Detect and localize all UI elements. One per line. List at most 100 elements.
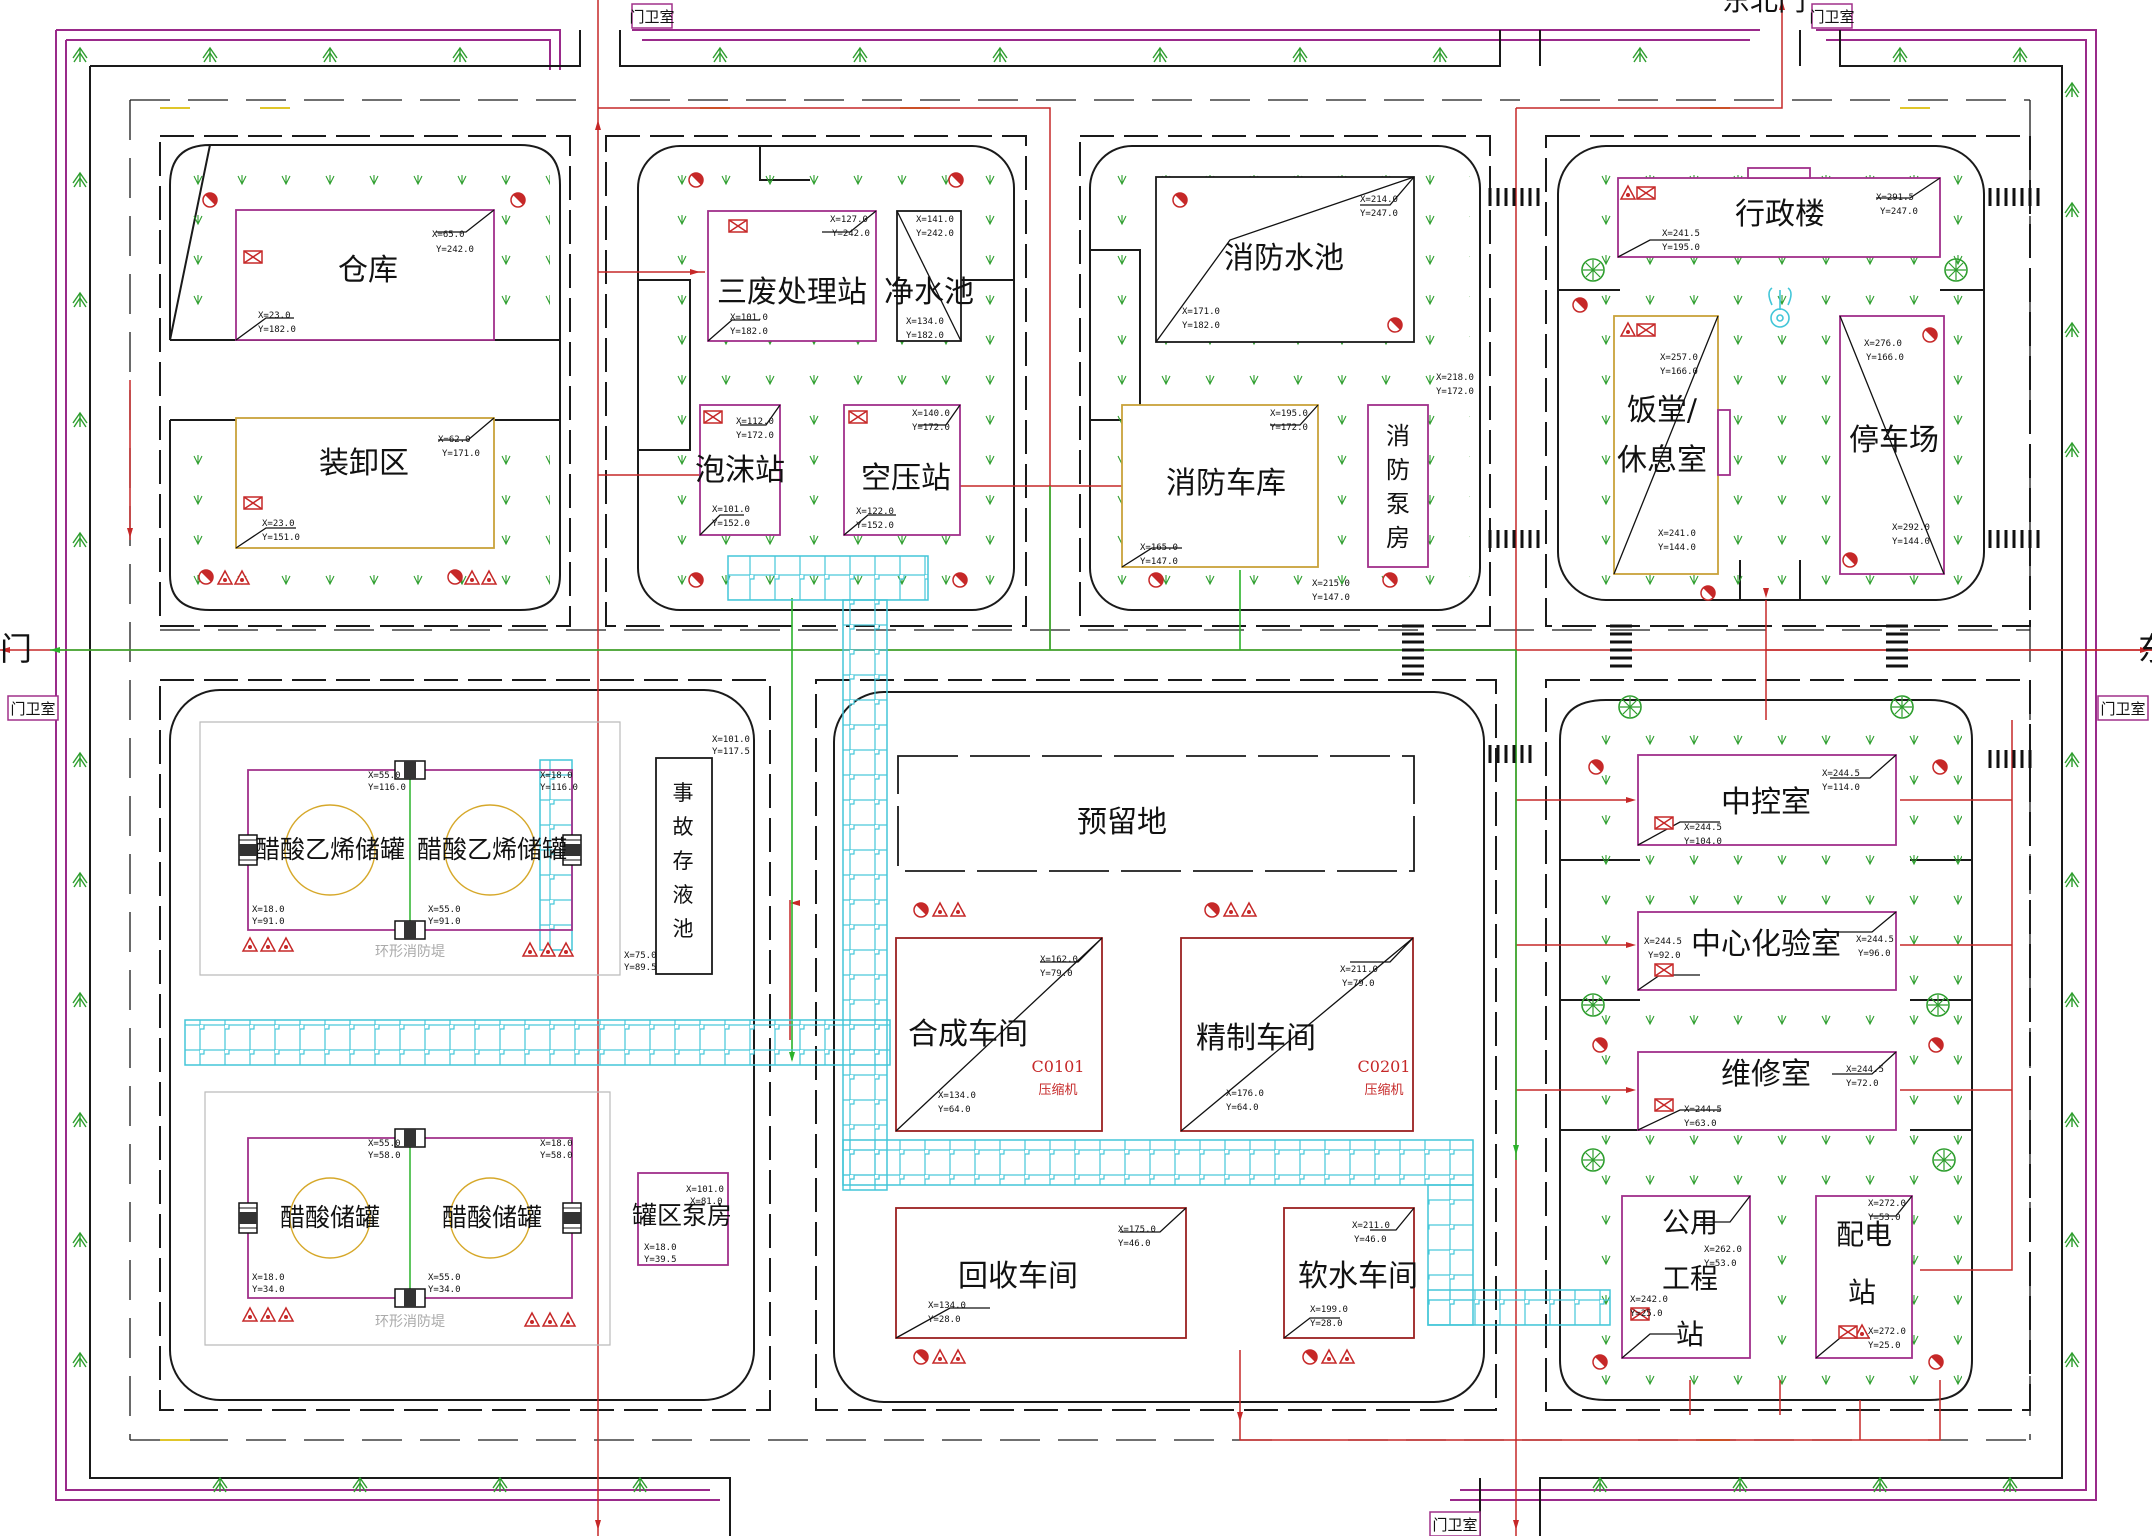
label-waste: 三废处理站 (717, 275, 867, 310)
label-tank-va-1: 醋酸乙烯储罐 (255, 835, 405, 864)
coordinate-label: Y=58.0 (368, 1151, 401, 1161)
foam-station-building (699, 404, 781, 536)
coordinate-label: Y=166.0 (1866, 353, 1904, 363)
gate-label-w: 门卫室 (10, 700, 55, 718)
coordinate-label: X=101.0 (712, 735, 750, 745)
edge-mark-north: 东北门 (1722, 0, 1806, 17)
label-refining: 精制车间 (1196, 1021, 1316, 1056)
label-compressor-1: C0101 (1032, 1057, 1085, 1076)
coordinate-label: X=127.0 (830, 215, 868, 225)
accident-pool-building (655, 757, 713, 975)
coordinate-label: X=141.0 (916, 215, 954, 225)
label-air: 空压站 (861, 461, 951, 496)
label-accident-3: 存 (673, 849, 694, 873)
fountain-icon (1768, 287, 1792, 328)
coordinate-label: X=199.0 (1310, 1305, 1348, 1315)
coordinate-label: X=62.0 (438, 435, 471, 445)
coordinate-label: Y=172.0 (1270, 423, 1308, 433)
label-loading: 装卸区 (319, 446, 409, 481)
coordinate-label: Y=242.0 (436, 245, 474, 255)
buildings (235, 167, 1945, 1359)
green-pipelines (50, 486, 1517, 1160)
label-pump-4: 房 (1386, 524, 1410, 552)
coordinate-label: Y=79.0 (1342, 979, 1375, 989)
coordinate-label: Y=117.5 (712, 747, 750, 757)
utility-station-building (1621, 1195, 1751, 1359)
reserved-building (897, 755, 1415, 872)
coordinate-label: X=244.5 (1846, 1065, 1884, 1075)
coordinate-label: Y=116.0 (540, 783, 578, 793)
coordinate-label: X=276.0 (1864, 339, 1902, 349)
label-compressor-2: C0201 (1358, 1057, 1411, 1076)
coordinate-label: X=162.0 (1040, 955, 1078, 965)
coordinate-label: Y=28.0 (928, 1315, 961, 1325)
coordinate-label: X=195.0 (1270, 409, 1308, 419)
coordinate-label: X=134.0 (928, 1301, 966, 1311)
coordinate-label: X=214.0 (1360, 195, 1398, 205)
label-power-1: 配电 (1836, 1218, 1892, 1251)
coordinate-label: Y=166.0 (1660, 367, 1698, 377)
coordinate-label: Y=195.0 (1662, 243, 1700, 253)
label-fire-pool: 消防水池 (1224, 241, 1344, 276)
crosswalks (1402, 188, 2040, 768)
coordinate-label: X=81.0 (690, 1197, 723, 1207)
label-lab: 中心化验室 (1691, 927, 1841, 962)
label-pump-2: 防 (1386, 456, 1410, 484)
label-tank-pump: 罐区泵房 (632, 1201, 732, 1230)
label-accident-4: 液 (673, 883, 694, 907)
coordinate-label: Y=89.5 (624, 963, 657, 973)
coordinate-label: Y=53.0 (1868, 1213, 1901, 1223)
coordinate-label: Y=104.0 (1684, 837, 1722, 847)
coordinate-label: X=211.0 (1352, 1221, 1390, 1231)
tank-farm-va (199, 721, 621, 976)
coordinate-label: X=23.0 (262, 519, 295, 529)
coordinate-label: X=112.0 (736, 417, 774, 427)
coordinate-label: X=23.0 (258, 311, 291, 321)
label-soft-water: 软水车间 (1298, 1259, 1418, 1294)
coordinate-label: Y=28.0 (1310, 1319, 1343, 1329)
coordinate-label: Y=152.0 (856, 521, 894, 531)
label-warehouse: 仓库 (338, 253, 398, 288)
label-water: 净水池 (884, 275, 974, 310)
coordinate-label: X=176.0 (1226, 1089, 1264, 1099)
label-canteen-1: 饭堂/ (1627, 393, 1698, 428)
coordinate-label: Y=247.0 (1360, 209, 1398, 219)
recovery-building (895, 1207, 1187, 1339)
coordinate-label: Y=34.0 (428, 1285, 461, 1295)
coordinate-label: Y=79.0 (1040, 969, 1073, 979)
coordinate-label: X=244.5 (1822, 769, 1860, 779)
coordinate-label: Y=147.0 (1140, 557, 1178, 567)
label-pump-3: 泵 (1386, 490, 1410, 518)
coordinate-label: Y=91.0 (428, 917, 461, 927)
coordinate-label: Y=91.0 (252, 917, 285, 927)
coordinate-label: X=215.0 (1312, 579, 1350, 589)
label-synthesis: 合成车间 (908, 1017, 1028, 1052)
lab-building (1637, 911, 1897, 991)
label-tank-va-2: 醋酸乙烯储罐 (417, 835, 567, 864)
coordinate-label: X=18.0 (252, 1273, 285, 1283)
coordinate-label: X=257.0 (1660, 353, 1698, 363)
coordinate-label: X=55.0 (368, 771, 401, 781)
label-parking: 停车场 (1849, 423, 1939, 458)
control-room-building (1637, 754, 1897, 846)
coordinate-label: X=18.0 (540, 771, 573, 781)
coordinate-label: X=244.5 (1856, 935, 1894, 945)
gate-label-n1: 门卫室 (629, 8, 674, 26)
gate-label-e: 门卫室 (2100, 700, 2145, 718)
coordinate-label: Y=172.0 (912, 423, 950, 433)
coordinate-label: Y=171.0 (442, 449, 480, 459)
coordinate-label: X=244.5 (1684, 823, 1722, 833)
coordinate-label: X=134.0 (906, 317, 944, 327)
edge-mark-west: 门 (0, 630, 32, 668)
coordinate-labels: X=65.0Y=242.0 X=23.0Y=182.0 X=62.0Y=171.… (252, 193, 1930, 1351)
coordinate-label: X=218.0 (1436, 373, 1474, 383)
coordinate-label: X=101.0 (730, 313, 768, 323)
coordinate-label: Y=58.0 (540, 1151, 573, 1161)
label-admin: 行政楼 (1735, 197, 1825, 232)
coordinate-label: Y=172.0 (1436, 387, 1474, 397)
coordinate-label: X=134.0 (938, 1091, 976, 1101)
repair-building (1637, 1051, 1897, 1131)
coordinate-label: X=211.0 (1340, 965, 1378, 975)
label-repair: 维修室 (1721, 1057, 1811, 1092)
